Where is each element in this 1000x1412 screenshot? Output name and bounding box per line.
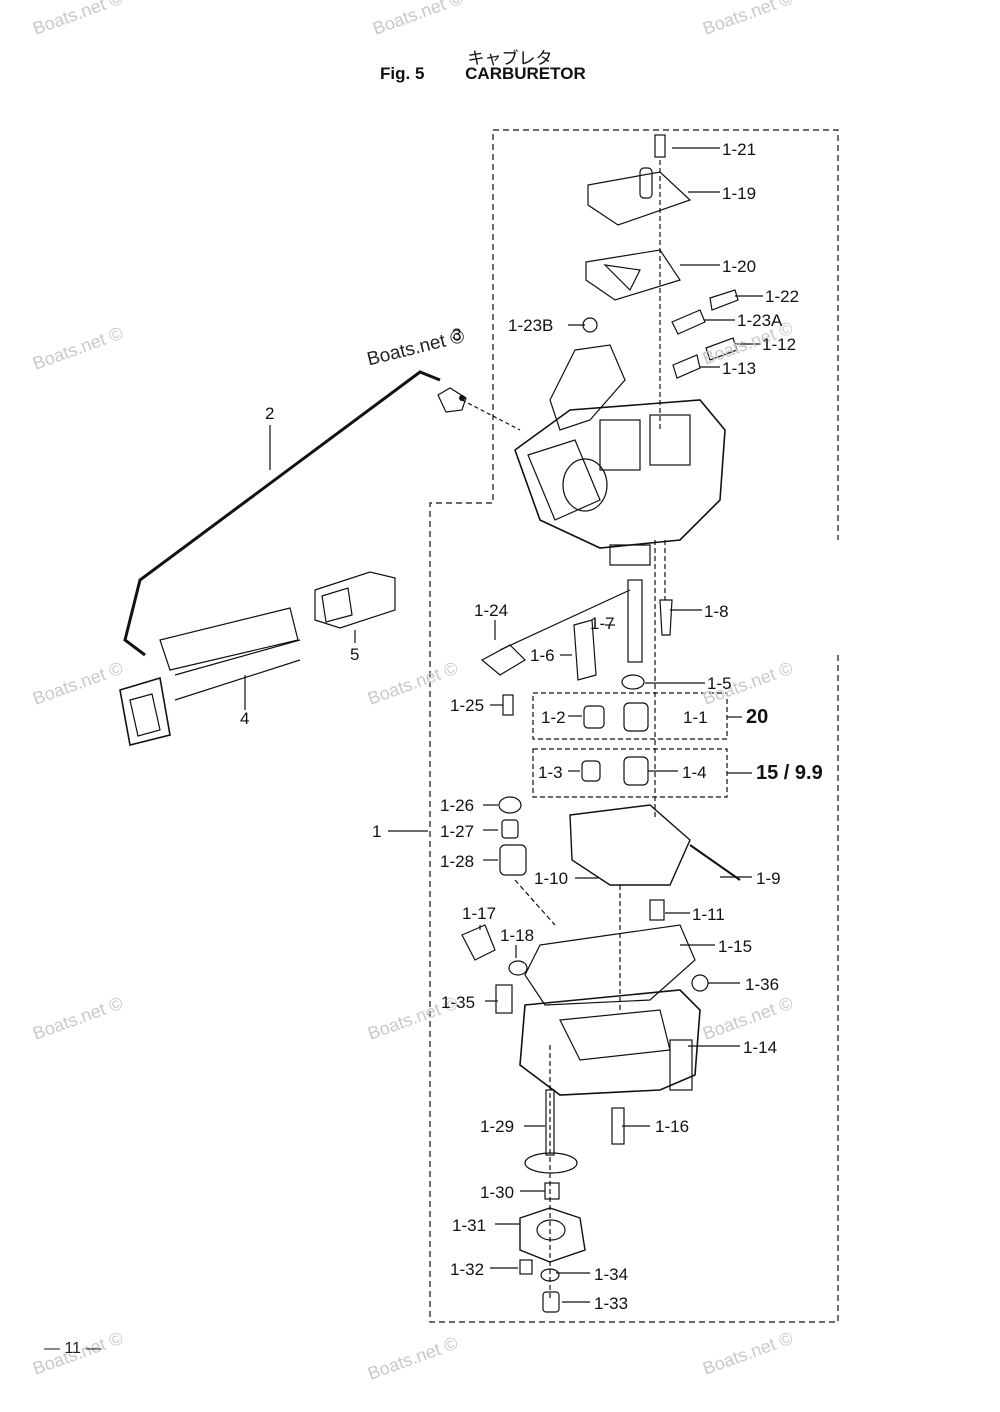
washer-1-34 [540, 1268, 560, 1282]
spring-1-23a [671, 309, 706, 335]
clip-1-26 [498, 796, 522, 814]
callout-label: 1-10 [534, 869, 569, 888]
screw-1-32 [519, 1259, 533, 1275]
pilot-screw [573, 619, 597, 681]
callout-label: 1-12 [762, 335, 797, 354]
callout-label: 1-7 [590, 614, 615, 633]
callout-label: 1-30 [480, 1183, 515, 1202]
throttle-grip [119, 607, 301, 746]
carburetor-body [514, 344, 726, 566]
callout-label: 1-6 [530, 646, 555, 665]
assembly-boundary-dashed [429, 129, 839, 1323]
jet-1-2 [583, 705, 605, 729]
callout-label: 2 [265, 404, 275, 423]
callout-label: 4 [240, 709, 250, 728]
callout-label: 1-11 [692, 905, 725, 924]
callout-label: 1-8 [704, 602, 729, 621]
callout-label: 1-13 [722, 359, 757, 378]
drain-plug-1-33 [542, 1291, 560, 1313]
figure-heading: Fig. 5 CARBURETOR [380, 64, 586, 84]
group-box-20 [532, 692, 728, 740]
callout-label: 5 [350, 645, 360, 664]
top-cover-plate [587, 171, 692, 226]
callout-label: 1-33 [594, 1294, 629, 1313]
callout-label: 1-35 [441, 993, 476, 1012]
callout-label: 1-18 [500, 926, 535, 945]
callout-label: 1-9 [756, 869, 781, 888]
callout-label: 1-17 [462, 904, 497, 923]
callout-label: 1-4 [682, 763, 707, 782]
callout-label: 1-23B [508, 316, 554, 335]
jet-1-1 [623, 702, 649, 732]
callout-label: 1-29 [480, 1117, 515, 1136]
group-label-15-9-9: 15 / 9.9 [756, 762, 823, 784]
bracket-1-24 [480, 644, 526, 676]
callout-label: 1-1 [683, 708, 708, 727]
callout-label: 1-25 [450, 696, 485, 715]
callout-label: 1 [372, 822, 382, 841]
pin-1-35 [495, 984, 513, 1014]
callout-label: 1-36 [745, 975, 780, 994]
callout-label: 1-27 [440, 822, 475, 841]
callout-label: 1-16 [655, 1117, 690, 1136]
o-ring-1-18 [508, 960, 528, 976]
callout-label: 1-19 [722, 184, 757, 203]
group-label-20: 20 [746, 706, 769, 728]
main-nozzle [627, 579, 643, 663]
figure-title: CARBURETOR [465, 64, 586, 83]
callout-label: 1-32 [450, 1260, 485, 1279]
nut-1-23b [582, 317, 598, 333]
jet-1-4 [623, 756, 649, 786]
plunger-1-28 [499, 844, 527, 876]
float [569, 804, 691, 886]
callout-label: 1-14 [743, 1038, 778, 1057]
callout-label: 1-3 [538, 763, 563, 782]
spring-1-30 [544, 1182, 560, 1200]
callout-label: 1-26 [440, 796, 475, 815]
float-chamber [519, 989, 701, 1096]
callout-label: 1-24 [474, 601, 509, 620]
screw-1-21 [654, 134, 666, 158]
page-number: — 11 — [44, 1340, 102, 1357]
throttle-rod [123, 370, 441, 657]
grip-collar [314, 571, 396, 629]
callout-label: 1-22 [765, 287, 800, 306]
callout-label: 1-15 [718, 937, 753, 956]
vent-tube [639, 167, 653, 199]
callout-label: 1-28 [440, 852, 475, 871]
top-gasket [585, 249, 681, 301]
screw-1-22 [709, 289, 739, 311]
callout-label: 1-5 [707, 674, 732, 693]
o-ring-1-5 [621, 674, 645, 690]
chamber-cover [519, 1207, 586, 1263]
float-needle [659, 599, 673, 636]
screw-1-25 [502, 694, 514, 716]
callout-label: 1-2 [541, 708, 566, 727]
drain-screw-1-17 [461, 924, 496, 961]
rod-joint [437, 387, 467, 413]
nut-1-36 [691, 974, 709, 992]
callout-label: 1-21 [722, 140, 757, 159]
callout-label: 1-23A [737, 311, 783, 330]
plunger-rod [545, 1089, 555, 1156]
callout-label: 1-31 [452, 1216, 487, 1235]
float-pin [689, 844, 741, 881]
callout-label: 3 [452, 325, 462, 344]
joint-pivot [459, 395, 465, 401]
screw-1-11 [649, 899, 665, 921]
spring-1-13 [672, 354, 701, 379]
figure-number: Fig. 5 [380, 64, 425, 83]
diaphragm-1-29 [524, 1152, 578, 1174]
jet-1-3 [581, 760, 601, 782]
screw-1-12 [705, 337, 738, 361]
figure-title-japanese: キャブレタ [467, 49, 553, 69]
cap-1-27 [501, 819, 519, 839]
callout-label: 1-34 [594, 1265, 629, 1284]
screw-1-16 [611, 1107, 625, 1145]
callout-label: 1-20 [722, 257, 757, 276]
float-chamber-gasket [524, 924, 696, 1006]
